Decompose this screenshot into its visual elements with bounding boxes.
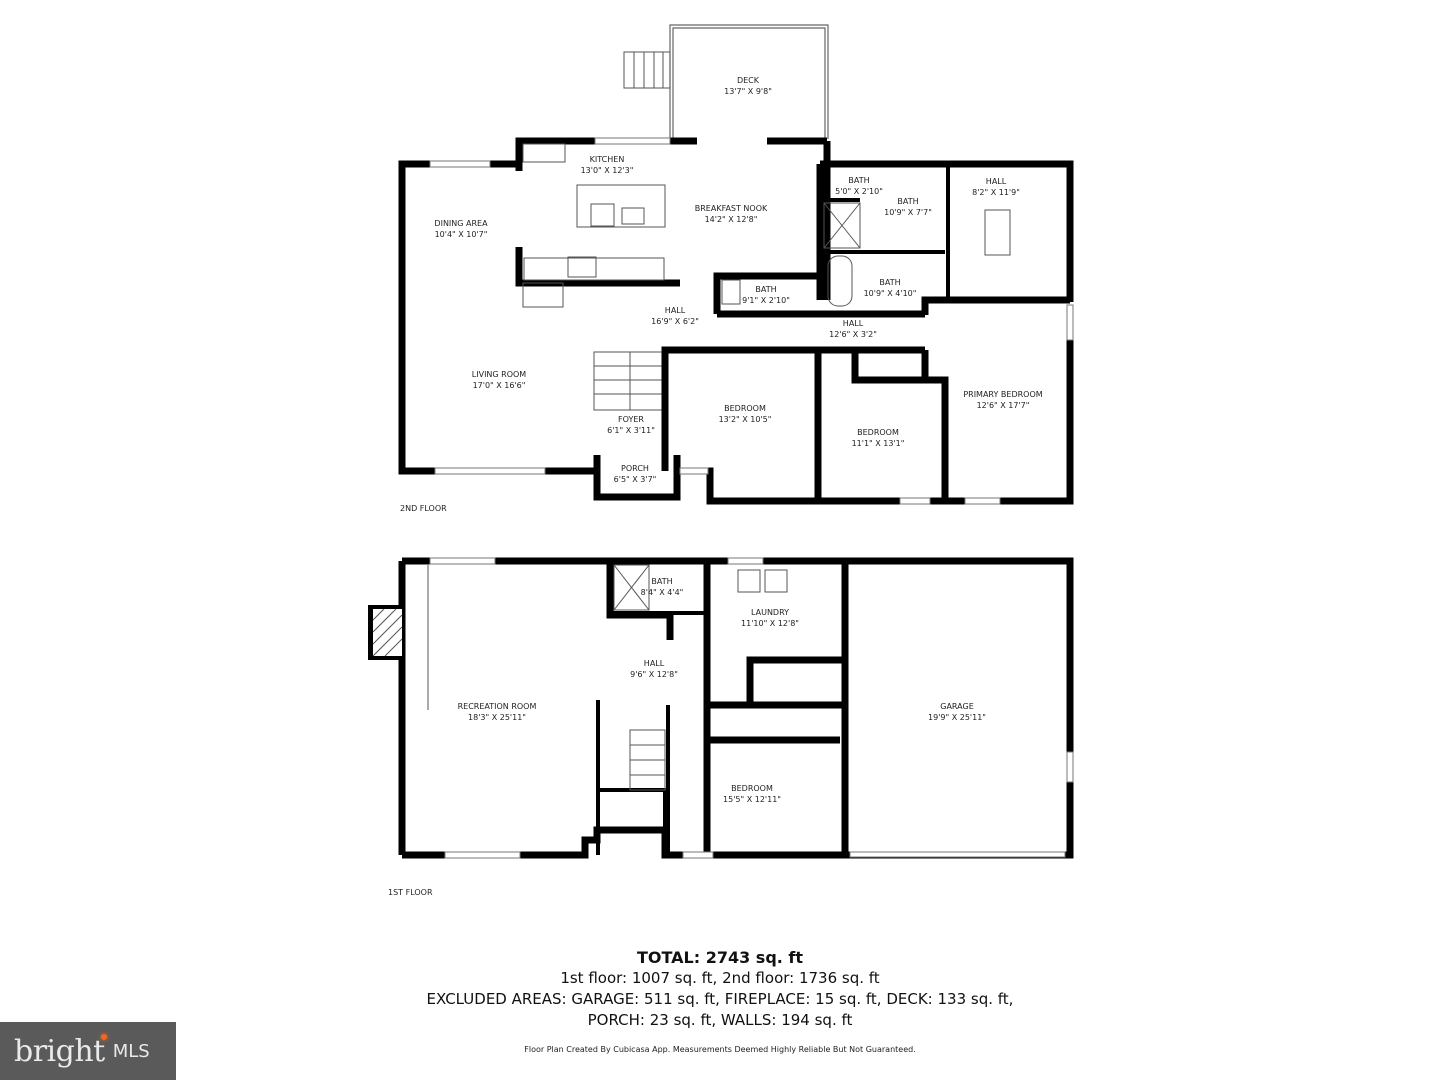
credit-text: Floor Plan Created By Cubicasa App. Meas… [524, 1045, 916, 1054]
room-name: PRIMARY BEDROOM [963, 390, 1042, 399]
room-dims: 6'1" X 3'11" [607, 426, 655, 435]
room-dims: 13'0" X 12'3" [581, 166, 634, 175]
room-dims: 17'0" X 16'6" [473, 381, 526, 390]
room-dims: 8'4" X 4'4" [641, 588, 684, 597]
room-dims: 10'9" X 7'7" [884, 208, 932, 217]
floor-label-1st: 1ST FLOOR [388, 888, 433, 897]
first-floor-labels: BATH 8'4" X 4'4" LAUNDRY 11'10" X 12'8" … [388, 577, 986, 897]
room-dims: 13'7" X 9'8" [724, 87, 772, 96]
room-name: BEDROOM [731, 784, 773, 793]
room-name: HALL [665, 306, 686, 315]
room-dims: 12'6" X 17'7" [977, 401, 1030, 410]
room-dims: 5'0" X 2'10" [835, 187, 883, 196]
second-floor-plan [398, 24, 1074, 505]
floor-label-2nd: 2ND FLOOR [400, 504, 447, 513]
excluded-areas-1: EXCLUDED AREAS: GARAGE: 511 sq. ft, FIRE… [426, 990, 1014, 1008]
total-area: TOTAL: 2743 sq. ft [636, 948, 804, 967]
room-name: BATH [879, 278, 900, 287]
room-dims: 11'10" X 12'8" [741, 619, 799, 628]
fireplace-hatch [372, 608, 403, 657]
room-dims: 14'2" X 12'8" [705, 215, 758, 224]
room-name: BREAKFAST NOOK [695, 204, 768, 213]
room-name: LIVING ROOM [472, 370, 527, 379]
room-name: BATH [651, 577, 672, 586]
room-name: BEDROOM [857, 428, 899, 437]
room-dims: 8'2" X 11'9" [972, 188, 1020, 197]
room-name: BATH [848, 176, 869, 185]
area-summary: TOTAL: 2743 sq. ft 1st floor: 1007 sq. f… [0, 948, 1440, 1031]
room-name: FOYER [618, 415, 644, 424]
room-name: BEDROOM [724, 404, 766, 413]
room-name: PORCH [621, 464, 649, 473]
room-dims: 6'5" X 3'7" [614, 475, 657, 484]
logo-suffix: MLS [112, 1040, 150, 1062]
room-name: HALL [986, 177, 1007, 186]
room-name: HALL [843, 319, 864, 328]
room-dims: 12'6" X 3'2" [829, 330, 877, 339]
room-name: HALL [644, 659, 665, 668]
room-dims: 10'9" X 4'10" [864, 289, 917, 298]
room-name: DINING AREA [434, 219, 488, 228]
room-dims: 19'9" X 25'11" [928, 713, 986, 722]
second-floor-labels: DECK 13'7" X 9'8" KITCHEN 13'0" X 12'3" … [400, 76, 1043, 513]
room-name: BATH [897, 197, 918, 206]
first-floor-plan [368, 557, 1074, 859]
excluded-areas-2: PORCH: 23 sq. ft, WALLS: 194 sq. ft [587, 1011, 853, 1029]
room-dims: 11'1" X 13'1" [852, 439, 905, 448]
deck [623, 24, 829, 139]
logo-spark-icon [100, 1034, 107, 1040]
room-dims: 10'4" X 10'7" [435, 230, 488, 239]
room-dims: 16'9" X 6'2" [651, 317, 699, 326]
room-name: BATH [755, 285, 776, 294]
room-name: GARAGE [940, 702, 974, 711]
room-name: LAUNDRY [751, 608, 789, 617]
room-dims: 9'6" X 12'8" [630, 670, 678, 679]
room-dims: 18'3" X 25'11" [468, 713, 526, 722]
logo-brand: bright [14, 1033, 105, 1069]
floor-areas: 1st floor: 1007 sq. ft, 2nd floor: 1736 … [560, 969, 880, 987]
room-name: DECK [737, 76, 760, 85]
room-dims: 13'2" X 10'5" [719, 415, 772, 424]
room-dims: 15'5" X 12'11" [723, 795, 781, 804]
bright-mls-logo: bright MLS [0, 1022, 176, 1080]
room-name: KITCHEN [590, 155, 625, 164]
room-name: RECREATION ROOM [458, 702, 537, 711]
room-dims: 9'1" X 2'10" [742, 296, 790, 305]
